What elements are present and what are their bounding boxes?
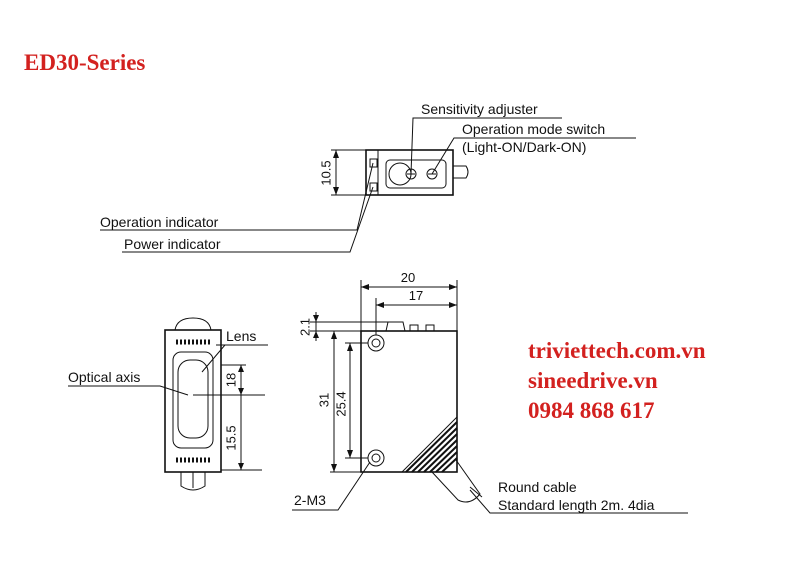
operation-indicator-window [369, 158, 378, 168]
label-optical-axis: Optical axis [68, 369, 140, 385]
dim-top-offset: 2.1 [297, 318, 312, 336]
front-view-cable [180, 472, 206, 491]
label-round-cable: Round cable [498, 479, 577, 495]
side-view: 20 17 2.1 31 25.4 2-M3 R [292, 270, 688, 514]
top-view: 10.5 Sensitivity adjuster Operation mode… [100, 101, 636, 253]
label-lens: Lens [226, 328, 256, 344]
dim-optical-axis-lower: 15.5 [223, 425, 238, 450]
dim-width-overall: 20 [401, 270, 415, 285]
dim-hole-pitch: 25.4 [333, 391, 348, 416]
mount-hole-bottom [367, 449, 385, 467]
label-sensitivity-adjuster: Sensitivity adjuster [421, 101, 538, 117]
top-view-cable [453, 165, 469, 179]
dim-height-overall: 31 [316, 393, 331, 407]
label-cable-spec: Standard length 2m. 4dia [498, 497, 655, 513]
label-mount-holes: 2-M3 [294, 492, 326, 508]
label-power-indicator: Power indicator [124, 236, 221, 252]
lens [177, 359, 209, 439]
top-view-body [365, 149, 454, 196]
mount-hole-top [367, 334, 385, 352]
dim-optical-axis-upper: 18 [223, 373, 238, 387]
front-view: 18 15.5 Lens Optical axis [68, 317, 268, 491]
dim-top-height: 10.5 [318, 160, 333, 185]
contact-website-2: sineedrive.vn [528, 368, 658, 393]
dim-width-inner: 17 [409, 288, 423, 303]
label-operation-indicator: Operation indicator [100, 214, 219, 230]
front-top-cap [174, 317, 212, 331]
contact-website-1: triviettech.com.vn [528, 338, 706, 363]
contact-phone: 0984 868 617 [528, 398, 655, 423]
lens-frame [172, 351, 214, 449]
power-indicator-window [369, 182, 378, 192]
label-mode-options: (Light-ON/Dark-ON) [462, 139, 586, 155]
page-title: ED30-Series [24, 50, 146, 75]
control-recess [385, 159, 447, 189]
mode-switch-knob [426, 168, 438, 180]
round-cable [431, 459, 481, 503]
side-view-body [360, 330, 458, 473]
label-operation-mode-switch: Operation mode switch [462, 121, 605, 137]
